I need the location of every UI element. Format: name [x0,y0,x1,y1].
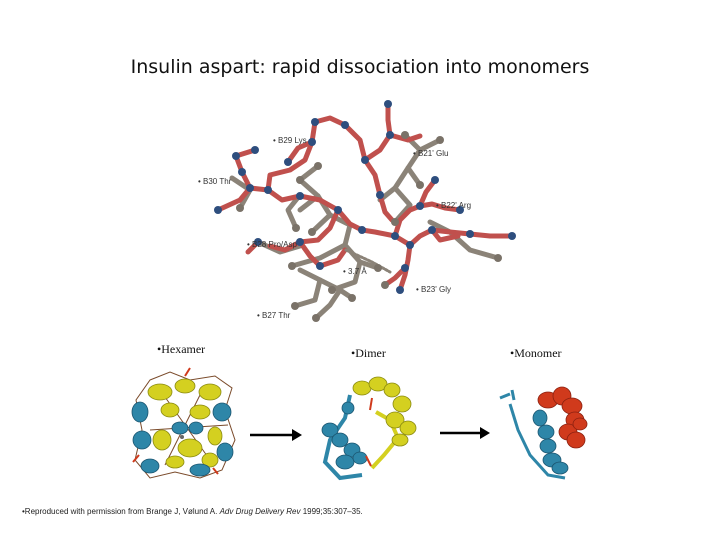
label-b22-arg: • B22' Arg [436,201,472,210]
credit-journal: Adv Drug Delivery Rev [219,507,301,516]
credit-suffix: 1999;35:307–35. [300,507,363,516]
monomer-structure [499,386,588,480]
arrow-dimer-to-monomer [440,427,490,439]
label-distance: • 3.7 Å [343,267,367,276]
dimer-structure [321,376,417,481]
label-b30-thr: • B30 Thr [198,177,232,186]
label-b28-pro-asp: • B28 Pro/Asp [247,240,297,249]
label-b23-gly: • B23' Gly [416,285,452,294]
label-b29-lys: • B29 Lys [273,136,307,145]
reference-credit: •Reproduced with permission from Brange … [22,507,363,516]
arrow-hexamer-to-dimer [250,429,302,441]
label-dimer: •Dimer [351,346,386,360]
slide-title: Insulin aspart: rapid dissociation into … [130,56,590,78]
hexamer-structure [131,367,236,479]
credit-prefix: •Reproduced with permission from Brange … [22,507,220,516]
label-b27-thr: • B27 Thr [257,311,291,320]
hydrogen-bond [344,248,392,274]
label-b21-glu: • B21' Glu [413,149,449,158]
label-monomer: •Monomer [510,346,562,360]
label-hexamer: •Hexamer [157,342,206,356]
atoms [214,100,516,322]
